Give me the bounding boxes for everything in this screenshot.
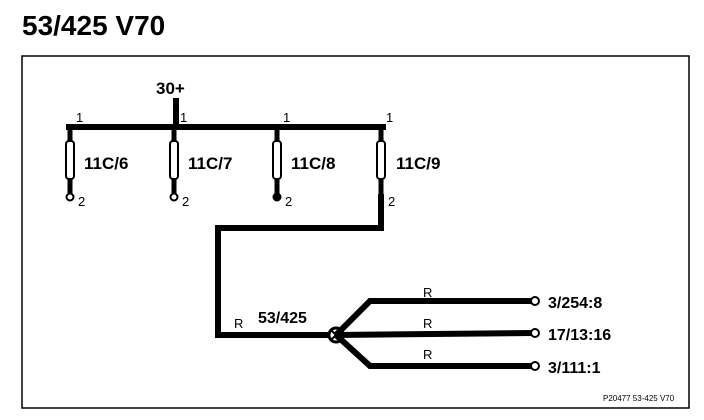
fuse-11C-8: 1 2 11C/8 xyxy=(272,110,335,209)
fuse-body xyxy=(169,140,179,180)
fuse-label: 11C/7 xyxy=(188,154,232,173)
branch-wire-3 xyxy=(333,332,532,369)
fuse-pin-bottom: 2 xyxy=(182,194,189,209)
fuse-label: 11C/8 xyxy=(291,154,335,173)
page-title: 53/425 V70 xyxy=(22,10,166,41)
fuse-pin-bottom: 2 xyxy=(285,194,292,209)
fuse-body xyxy=(376,140,386,180)
fuse-terminal xyxy=(65,192,75,202)
feed-wire-color: R xyxy=(234,316,243,331)
fuse-11C-6: 1 2 11C/6 xyxy=(65,110,128,209)
branch-wire-2 xyxy=(335,330,533,338)
branch-wire-color: R xyxy=(423,285,432,300)
fuse-pin-bottom: 2 xyxy=(388,194,395,209)
feed-wire xyxy=(215,194,384,338)
diagram-frame xyxy=(21,55,690,409)
fuse-pin-top: 1 xyxy=(283,110,290,125)
destination-label: 3/254:8 xyxy=(548,295,602,312)
output-terminal xyxy=(530,328,540,338)
fuse-terminal xyxy=(272,192,282,202)
fuse-11C-9: 1 2 11C/9 xyxy=(376,110,440,209)
fuse-pin-top: 1 xyxy=(180,110,187,125)
branch-wire-color: R xyxy=(423,316,432,331)
destination-label: 3/111:1 xyxy=(548,360,601,377)
fuse-11C-7: 1 2 11C/7 xyxy=(169,110,232,209)
fuse-terminal xyxy=(169,192,179,202)
output-terminal xyxy=(530,361,540,371)
branch-wire-color: R xyxy=(423,347,432,362)
destination-label: 17/13:16 xyxy=(548,327,611,344)
connector-label: 53/425 xyxy=(258,310,307,327)
fuse-label: 11C/6 xyxy=(84,154,128,173)
fuse-pin-top: 1 xyxy=(386,110,393,125)
fuse-pin-top: 1 xyxy=(76,110,83,125)
branch-wire-1 xyxy=(333,298,532,338)
fuse-body xyxy=(65,140,75,180)
fuse-label: 11C/9 xyxy=(396,154,440,173)
reference-code: P20477 53-425 V70 xyxy=(603,394,675,403)
output-terminal xyxy=(530,296,540,306)
supply-label: 30+ xyxy=(156,79,185,98)
fuse-pin-bottom: 2 xyxy=(78,194,85,209)
fuse-body xyxy=(272,140,282,180)
